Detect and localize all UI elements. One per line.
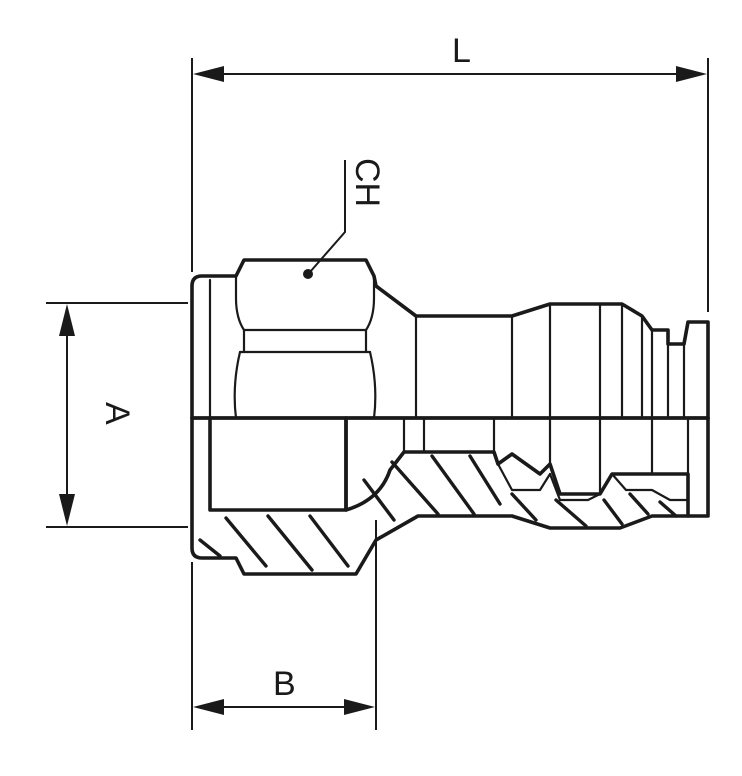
dimension-b-arrow-right [344, 699, 375, 715]
body-lower-outline [190, 416, 710, 576]
leader-ch-dot [303, 269, 313, 279]
dimension-l-arrow-left [193, 66, 224, 82]
leader-ch: CH [303, 158, 386, 279]
dimension-l-label: L [452, 32, 471, 70]
internal-bore [208, 416, 348, 512]
dimension-l-arrow-right [676, 66, 707, 82]
dimension-b: B [191, 520, 377, 730]
dimension-a-arrow-top [59, 304, 75, 336]
dimension-b-label: B [273, 665, 296, 703]
hex-flat-upper [234, 274, 376, 332]
dimension-a-arrow-bottom [59, 494, 75, 526]
section-hatching [198, 454, 678, 572]
leader-ch-label: CH [348, 158, 386, 207]
hex-flat-lower [233, 350, 242, 420]
dimension-b-arrow-left [193, 699, 224, 715]
dimension-a-label: A [98, 402, 136, 425]
dimension-l: L [191, 32, 709, 312]
fitting-body [190, 258, 710, 576]
body-upper-outline [190, 258, 710, 420]
dimension-a: A [46, 302, 188, 528]
